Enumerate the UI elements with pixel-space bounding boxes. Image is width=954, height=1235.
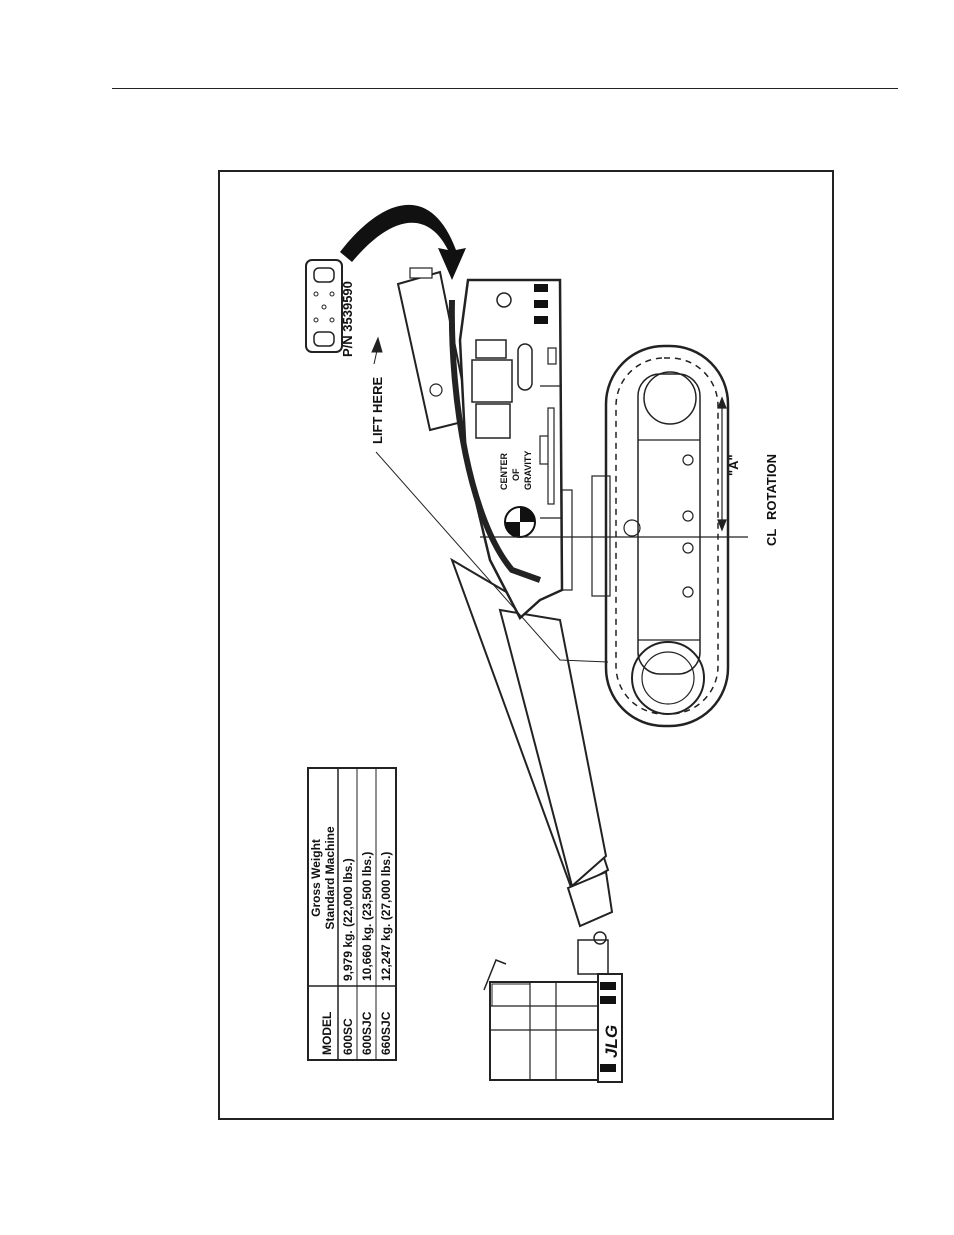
dimension-a xyxy=(718,398,726,530)
curved-arrow-icon xyxy=(340,205,466,280)
platform-basket xyxy=(484,932,622,1082)
cog-label-line1: CENTER xyxy=(499,452,509,490)
table-header-standard-machine: Standard Machine xyxy=(323,826,337,930)
center-of-gravity-symbol xyxy=(505,507,535,537)
hazard-stripes xyxy=(534,284,548,324)
table-row-model: 600SJC xyxy=(360,1011,374,1055)
table-row-weight: 12,247 kg. (27,000 lbs.) xyxy=(379,852,393,981)
cog-label-line2: OF xyxy=(511,468,521,481)
table-row-weight: 10,660 kg. (23,500 lbs.) xyxy=(360,852,374,981)
part-number-label: P/N 3539590 xyxy=(340,281,355,357)
rotation-label: ROTATION xyxy=(764,454,779,520)
dimension-a-label: "A" xyxy=(726,454,741,476)
crawler-track xyxy=(562,346,728,726)
table-header-gross-weight: Gross Weight xyxy=(309,839,323,917)
cog-label-line3: GRAVITY xyxy=(523,451,533,490)
weight-table: MODEL Gross Weight Standard Machine 600S… xyxy=(308,768,396,1060)
table-row-model: 660SJC xyxy=(379,1011,393,1055)
jlg-logo: JLG xyxy=(602,1025,621,1058)
table-header-model: MODEL xyxy=(320,1012,334,1055)
centerline-symbol: CL xyxy=(764,529,779,546)
lift-here-label: LIFT HERE xyxy=(370,377,385,444)
table-row-weight: 9,979 kg. (22,000 lbs.) xyxy=(341,858,355,981)
lifting-lug-plate xyxy=(306,260,342,352)
table-row-model: 600SC xyxy=(341,1018,355,1055)
